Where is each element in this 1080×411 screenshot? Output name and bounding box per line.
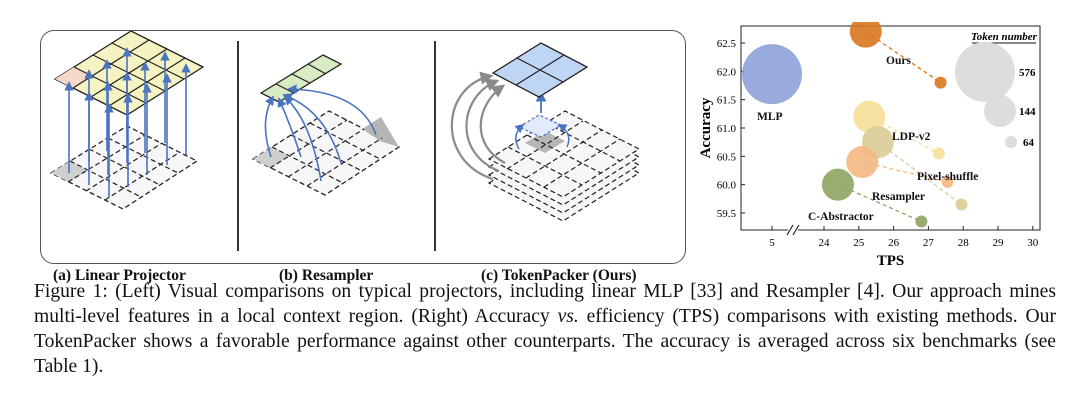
y-tick-label: 59.5 bbox=[717, 208, 737, 220]
legend-label: 64 bbox=[1023, 137, 1035, 149]
figure-panel: (a) Linear Projector (b) Resampler (c) T… bbox=[40, 30, 686, 284]
series-connector bbox=[868, 116, 940, 155]
legend-marker bbox=[955, 42, 1015, 102]
data-point bbox=[932, 147, 945, 160]
accuracy-vs-tps-chart: 59.5 60.0 60.5 61.0 61.5 62.0 62.5 5 24 25 26 27 28 2… bbox=[698, 22, 1041, 269]
x-tick-label: 30 bbox=[1027, 237, 1039, 249]
legend-label: 144 bbox=[1019, 106, 1036, 118]
data-point bbox=[742, 44, 802, 105]
axis-break-gap bbox=[788, 224, 798, 236]
figure-caption: Figure 1: (Left) Visual comparisons on t… bbox=[34, 279, 1056, 379]
series-label: MLP bbox=[757, 111, 783, 123]
y-axis-label: Accuracy bbox=[698, 97, 714, 158]
legend-label: 576 bbox=[1019, 67, 1036, 79]
y-tick-label: 62.0 bbox=[717, 66, 737, 78]
diagram-linear-projector bbox=[49, 31, 205, 210]
caption-text-end: efficiency (TPS) comparisons with existi… bbox=[34, 306, 1056, 377]
y-tick-label: 60.5 bbox=[717, 151, 737, 163]
stacked-feature-grids bbox=[487, 110, 641, 222]
panel-divider bbox=[237, 41, 239, 251]
panel-label-resampler: (b) Resampler bbox=[279, 267, 374, 284]
input-cell-highlight bbox=[253, 147, 290, 168]
data-point bbox=[849, 22, 882, 48]
x-tick-label: 5 bbox=[769, 237, 775, 249]
axis-break-mark bbox=[786, 224, 794, 236]
series-label: Pixel-shuffle bbox=[917, 171, 978, 183]
data-point bbox=[846, 146, 879, 178]
projection-arrows bbox=[64, 47, 191, 197]
x-tick-label: 24 bbox=[819, 237, 831, 249]
diagram-resampler bbox=[251, 54, 401, 196]
multi-level-arrows bbox=[450, 71, 506, 181]
data-point bbox=[853, 100, 886, 133]
series-label: Ours bbox=[886, 55, 911, 67]
resampler-arrows bbox=[264, 84, 377, 182]
local-region-highlight bbox=[525, 131, 565, 153]
caption-italic: vs. bbox=[557, 306, 579, 327]
data-point bbox=[915, 215, 928, 228]
y-tick-label: 60.0 bbox=[717, 180, 737, 192]
x-tick-label: 27 bbox=[923, 237, 935, 249]
x-tick-label: 25 bbox=[853, 237, 865, 249]
series-label: LDP-v2 bbox=[892, 131, 931, 143]
input-grid-lines bbox=[269, 119, 383, 187]
y-tick-label: 62.5 bbox=[717, 38, 737, 50]
data-point bbox=[955, 198, 968, 211]
diagram-tokenpacker bbox=[450, 42, 641, 222]
x-axis-label: TPS bbox=[877, 253, 905, 269]
legend-title: Token number bbox=[971, 31, 1038, 43]
data-point bbox=[821, 168, 854, 201]
axis-break-mark bbox=[792, 224, 800, 236]
x-tick-label: 26 bbox=[888, 237, 900, 249]
panel-label-linear-projector: (a) Linear Projector bbox=[53, 267, 186, 284]
data-point bbox=[934, 76, 947, 89]
top-grid-lines bbox=[506, 120, 621, 188]
x-tick-label: 28 bbox=[958, 237, 970, 249]
panel-divider bbox=[434, 41, 436, 251]
data-point bbox=[941, 175, 954, 188]
compressed-token-lines bbox=[515, 54, 565, 86]
region-arrows bbox=[514, 123, 570, 150]
caption-text: Figure 1: (Left) Visual comparisons on t… bbox=[34, 281, 1056, 327]
series-connector bbox=[877, 141, 962, 206]
legend-marker bbox=[1005, 136, 1017, 148]
series-label: C-Abstractor bbox=[808, 211, 874, 223]
panel-label-tokenpacker: (c) TokenPacker (Ours) bbox=[481, 267, 637, 284]
y-tick-label: 61.0 bbox=[717, 123, 737, 135]
x-tick-label: 29 bbox=[993, 237, 1005, 249]
series-label: Resampler bbox=[872, 191, 925, 203]
y-tick-label: 61.5 bbox=[717, 95, 737, 107]
projector-diagrams bbox=[49, 31, 641, 222]
legend-marker bbox=[984, 95, 1016, 127]
